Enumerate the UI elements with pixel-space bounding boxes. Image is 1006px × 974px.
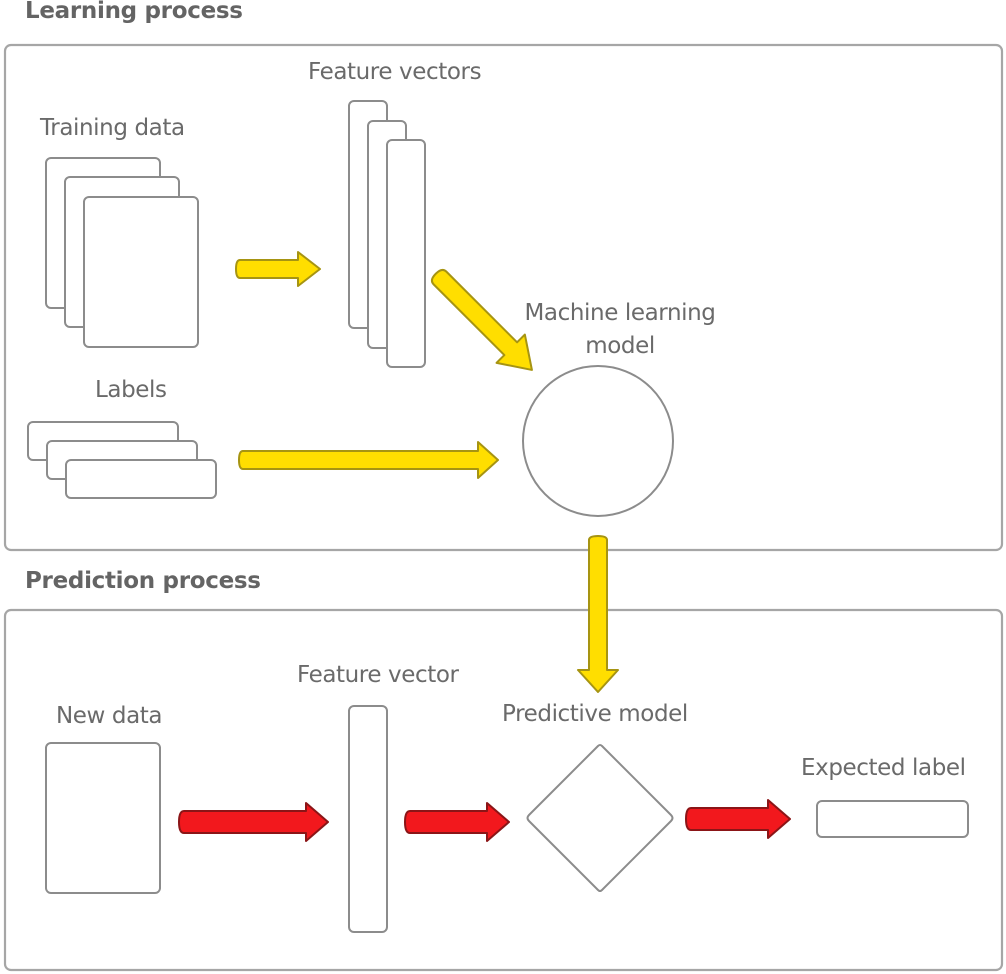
expected-label-box <box>816 800 969 838</box>
feature-vector-bar <box>386 139 426 368</box>
labels-stack <box>27 421 217 499</box>
feature-vector-single <box>348 705 388 933</box>
new-data-doc <box>45 742 161 894</box>
prediction-process-title: Prediction process <box>25 568 261 594</box>
feature-vectors-label: Feature vectors <box>308 59 482 85</box>
machine-learning-model-circle <box>522 365 674 517</box>
arrow-features-to-model <box>430 268 533 371</box>
arrow-labels-to-model <box>238 441 499 479</box>
labels-label: Labels <box>95 377 167 403</box>
learning-process-panel <box>3 43 1004 552</box>
feature-vectors-stack <box>348 100 426 368</box>
arrow-training-to-features <box>235 251 321 287</box>
training-data-label: Training data <box>40 115 185 141</box>
prediction-process-panel <box>3 608 1004 972</box>
machine-learning-model-label: Machine learning model <box>516 297 724 363</box>
arrow-newdata-to-feature <box>178 802 329 842</box>
arrow-feature-to-predictive <box>404 802 510 842</box>
label-bar <box>65 459 217 499</box>
model-label-line2: model <box>585 333 655 359</box>
feature-vector-label: Feature vector <box>297 662 459 688</box>
new-data-label: New data <box>56 703 163 729</box>
arrow-model-to-predictive <box>577 535 619 693</box>
expected-label-label: Expected label <box>801 755 966 781</box>
training-data-doc <box>83 196 199 348</box>
predictive-model-diamond <box>526 744 674 892</box>
predictive-model-label: Predictive model <box>502 701 688 727</box>
arrow-predictive-to-label <box>685 799 791 839</box>
training-data-stack <box>45 157 199 348</box>
learning-process-title: Learning process <box>25 0 243 24</box>
model-label-line1: Machine learning <box>524 300 716 326</box>
